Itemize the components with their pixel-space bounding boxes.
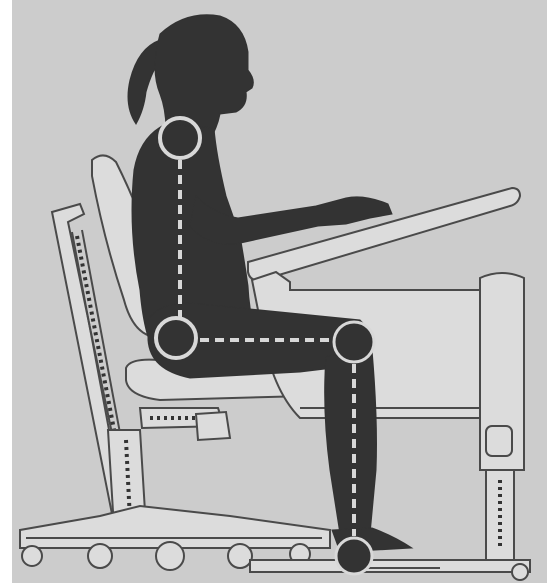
wheel — [88, 544, 112, 568]
ankle-joint-dot-icon — [336, 538, 372, 574]
wheel — [512, 564, 528, 580]
seat-knob — [196, 412, 230, 440]
wheel — [228, 544, 252, 568]
desk-height-knob — [486, 426, 512, 456]
knee-joint-dot-icon — [334, 322, 374, 362]
wheel — [156, 542, 184, 570]
wheel — [22, 546, 42, 566]
